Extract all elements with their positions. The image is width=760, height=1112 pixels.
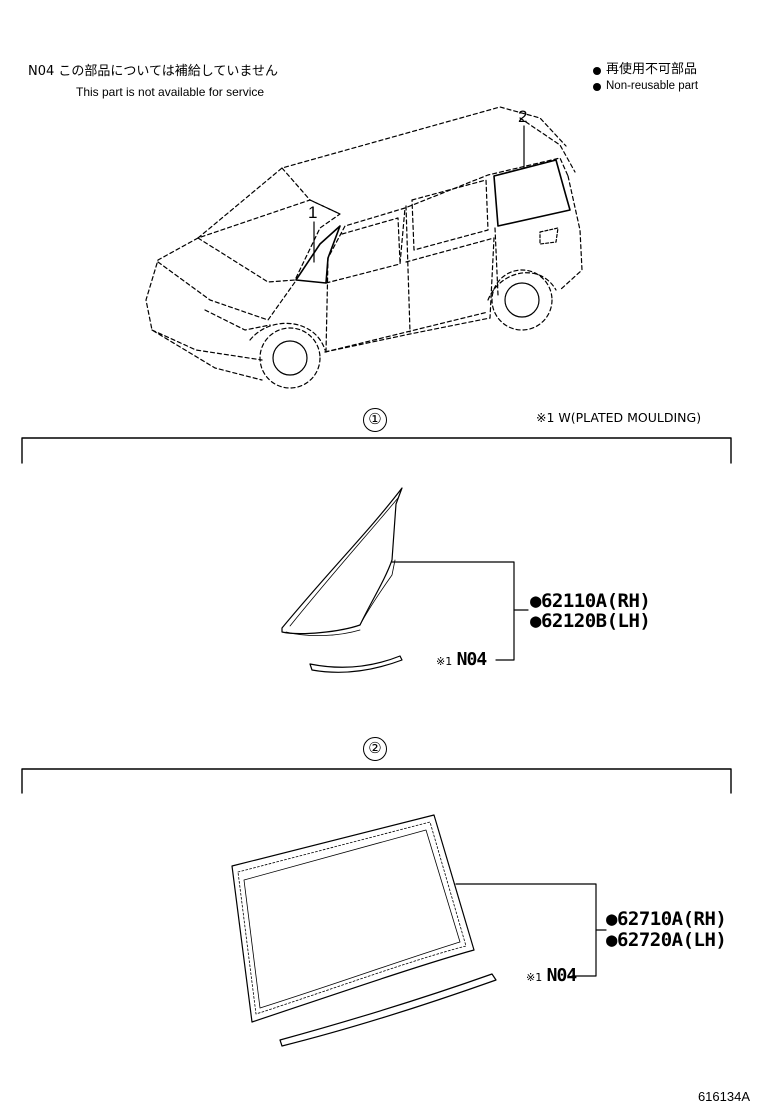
not-serviced-note-jp: N04 この部品については補給していません xyxy=(28,64,278,79)
part-number-62110a-rh[interactable]: ●62110A(RH) xyxy=(530,590,651,612)
legend-bullet-icon xyxy=(593,83,601,91)
section-1-leader xyxy=(391,561,515,661)
legend-non-reusable-en: Non-reusable part xyxy=(606,80,699,92)
front-quarter-glass-illustration xyxy=(281,487,403,637)
section-1-ref-mark: ※1 xyxy=(436,655,453,668)
van-illustration xyxy=(145,106,583,389)
part-number-62120b-lh[interactable]: ●62120B(LH) xyxy=(530,610,651,632)
illustration-code: 616134A xyxy=(697,1089,750,1104)
section-2-ref-code[interactable]: N04 xyxy=(546,965,577,986)
callout-1: 1 xyxy=(308,203,318,222)
callout-2: 2 xyxy=(518,107,528,126)
section-1-number: ① xyxy=(363,408,387,432)
rear-moulding-illustration xyxy=(279,973,497,1047)
front-moulding-illustration xyxy=(309,655,403,673)
part-number-62710a-rh[interactable]: ●62710A(RH) xyxy=(606,908,727,930)
plated-moulding-footnote: ※1 W(PLATED MOULDING) xyxy=(536,410,702,425)
legend-non-reusable-jp: 再使用不可部品 xyxy=(606,62,698,77)
section-2-ref-mark: ※1 xyxy=(526,971,543,984)
not-serviced-note-en: This part is not available for service xyxy=(76,85,265,99)
section-2-bracket xyxy=(21,768,732,794)
section-2-leader xyxy=(455,883,597,977)
part-number-62720a-lh[interactable]: ●62720A(LH) xyxy=(606,929,727,951)
legend-bullet-icon xyxy=(593,67,601,75)
section-2-ref: ※1 N04 xyxy=(526,965,577,986)
section-1-ref-code[interactable]: N04 xyxy=(456,649,487,670)
section-1-ref: ※1 N04 xyxy=(436,649,487,670)
section-1-bracket xyxy=(21,437,732,464)
section-2-number: ② xyxy=(363,737,387,761)
rear-quarter-glass-illustration xyxy=(231,814,475,1023)
